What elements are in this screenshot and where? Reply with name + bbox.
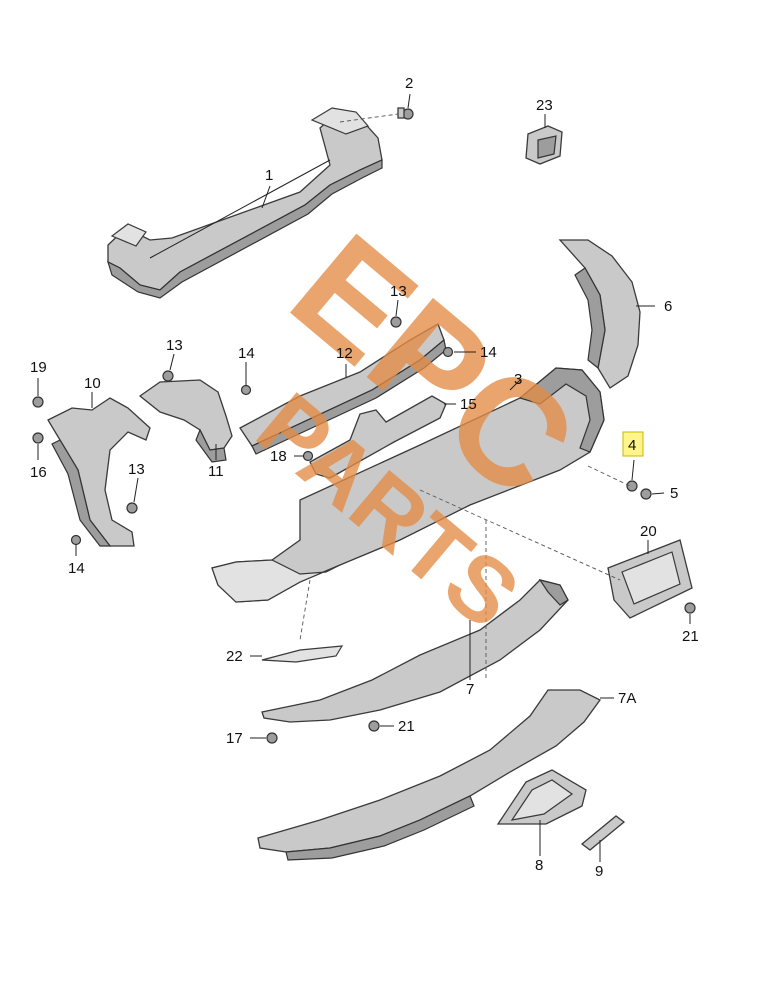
part-1-reinforcement-beam[interactable]: [107, 107, 383, 299]
part-8-plate[interactable]: [496, 769, 587, 825]
part-16-screw[interactable]: [32, 432, 44, 444]
callout-15[interactable]: 15: [460, 396, 477, 413]
callout-12[interactable]: 12: [336, 345, 353, 362]
callout-1[interactable]: 1: [265, 167, 273, 184]
part-13-clip-top[interactable]: [390, 316, 402, 328]
part-13-clip-mid[interactable]: [162, 370, 174, 382]
part-7a-lower-diffuser[interactable]: [257, 689, 601, 861]
part-19-clip[interactable]: [32, 396, 44, 408]
callout-8[interactable]: 8: [535, 857, 543, 874]
callout-3[interactable]: 3: [514, 371, 522, 388]
callout-10[interactable]: 10: [84, 375, 101, 392]
callout-17[interactable]: 17: [226, 730, 243, 747]
callout-14-left[interactable]: 14: [68, 560, 85, 577]
callout-20[interactable]: 20: [640, 523, 657, 540]
callout-5[interactable]: 5: [670, 485, 678, 502]
part-6-side-guide[interactable]: [558, 239, 641, 389]
callout-23[interactable]: 23: [536, 97, 553, 114]
part-10-left-bracket[interactable]: [47, 397, 151, 547]
callout-14-right[interactable]: 14: [480, 344, 497, 361]
part-17-clip[interactable]: [266, 732, 278, 744]
part-21-clip-right[interactable]: [684, 602, 696, 614]
callout-21-mid[interactable]: 21: [398, 718, 415, 735]
callout-22[interactable]: 22: [226, 648, 243, 665]
part-23-clip[interactable]: [525, 125, 563, 165]
callout-14-mid[interactable]: 14: [238, 345, 255, 362]
callout-13-mid[interactable]: 13: [166, 337, 183, 354]
callout-7[interactable]: 7: [466, 681, 474, 698]
part-14-bolt-right[interactable]: [442, 346, 454, 358]
part-13-clip-left[interactable]: [126, 502, 138, 514]
callout-21-right[interactable]: 21: [682, 628, 699, 645]
callout-2[interactable]: 2: [405, 75, 413, 92]
part-2-bolt[interactable]: [397, 107, 414, 120]
callout-7a[interactable]: 7A: [618, 690, 636, 707]
part-14-bolt-left[interactable]: [70, 534, 82, 546]
part-9-strip[interactable]: [580, 815, 626, 851]
part-20-plate-holder[interactable]: [607, 539, 693, 619]
callout-11[interactable]: 11: [208, 463, 224, 480]
callout-19[interactable]: 19: [30, 359, 47, 376]
part-21-clip-mid[interactable]: [368, 720, 380, 732]
callout-13-left[interactable]: 13: [128, 461, 145, 478]
part-22-trim-strip[interactable]: [261, 645, 344, 663]
part-15-bracket[interactable]: [309, 395, 447, 479]
callout-4[interactable]: 4: [628, 437, 636, 454]
part-3-bumper-cover[interactable]: [211, 367, 605, 603]
callout-18[interactable]: 18: [270, 448, 287, 465]
callout-16[interactable]: 16: [30, 464, 47, 481]
callout-9[interactable]: 9: [595, 863, 603, 880]
part-14-bolt-mid[interactable]: [240, 384, 252, 396]
part-7-diffuser[interactable]: [261, 579, 569, 723]
part-5-clip[interactable]: [640, 488, 652, 500]
part-11-inner-bracket[interactable]: [138, 379, 233, 463]
callout-6[interactable]: 6: [664, 298, 672, 315]
callout-13-top[interactable]: 13: [390, 283, 407, 300]
highlight-box-4: [622, 431, 644, 457]
part-4-clip[interactable]: [626, 480, 638, 492]
